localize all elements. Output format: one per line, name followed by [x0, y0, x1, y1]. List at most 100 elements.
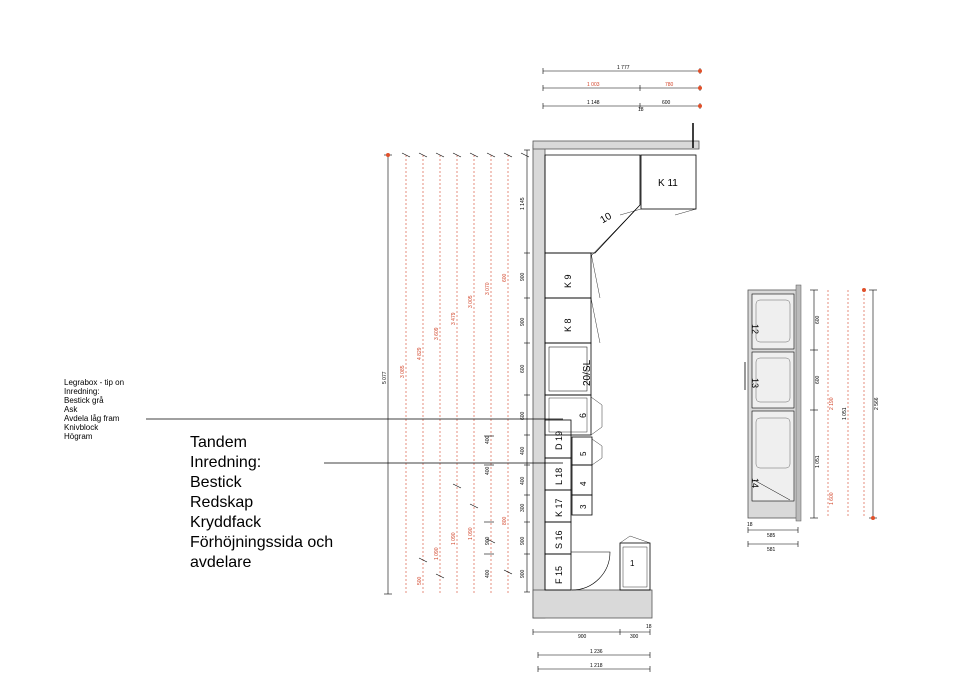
dim-v17: 900 [520, 569, 526, 578]
dim-rb3: 18 [747, 522, 753, 528]
cabinet-20sl-label: 20/SL [582, 359, 593, 386]
cabinet-k8-label: K 8 [563, 318, 573, 332]
cabinet-13-label: 13 [750, 378, 760, 388]
cabinet-5 [571, 436, 593, 466]
fan-mid-ticks [418, 435, 513, 579]
cabinet-5-label: 5 [579, 451, 588, 456]
cabinet-k11 [619, 154, 697, 216]
vertical-dimension-fan [384, 154, 509, 595]
dim-rb1: 585 [767, 533, 776, 539]
dim-v8: 900 [520, 272, 526, 281]
tall-unit-elevation [744, 284, 802, 522]
dim-vl4: 1 090 [468, 527, 474, 540]
cabinet-20sl-inner [548, 346, 588, 392]
elevation-markers [862, 288, 875, 520]
dim-bottom-1c: 18 [646, 624, 652, 630]
elevation-dimension-lines [810, 289, 877, 519]
dim-v16: 900 [520, 536, 526, 545]
tandem-line-1: Tandem [190, 434, 247, 451]
cabinet-1 [619, 535, 651, 591]
dim-bottom-2: 1 236 [590, 649, 603, 655]
dim-r5: 1 600 [829, 492, 835, 505]
elevation-bottom-dims [747, 527, 799, 547]
dim-vl5: 500 [417, 576, 423, 585]
tandem-line-4: Redskap [190, 494, 254, 511]
cabinet-6-door [590, 396, 603, 436]
tandem-line-5: Kryddfack [190, 514, 262, 531]
dim-r2: 600 [815, 375, 821, 384]
cabinet-6-inner [548, 397, 588, 433]
dim-r6: 1 051 [842, 407, 848, 420]
dim-v3: 3 609 [434, 327, 440, 340]
cabinet-5-door [591, 438, 603, 466]
fan-top-ticks [401, 152, 530, 158]
cabinet-14-label: 14 [750, 478, 760, 488]
cabinet-10 [544, 154, 641, 257]
dim-v13b: 400 [485, 569, 491, 578]
cabinet-10-label: 10 [599, 211, 615, 226]
dim-top-3a: 1 148 [587, 100, 600, 106]
top-dim-markers [698, 69, 702, 108]
bottom-dimensions [532, 629, 651, 672]
dim-v13: 400 [520, 476, 526, 485]
legrabox-line-4: Ask [64, 405, 78, 414]
dim-bottom-1a: 900 [578, 634, 587, 640]
cabinet-k9-label: K 9 [563, 274, 573, 288]
dim-vl7: 800 [502, 516, 508, 525]
cabinet-3-label: 3 [579, 504, 588, 509]
cabinet-f15 [544, 553, 572, 591]
legrabox-line-6: Knivblock [64, 423, 99, 432]
legrabox-line-5: Avdela låg fram [64, 414, 120, 423]
main-plan-walls [532, 123, 700, 619]
dim-v6: 3 070 [485, 282, 491, 295]
cabinet-1-label: 1 [630, 559, 635, 568]
dim-vl1: 600 [502, 273, 508, 282]
dim-v15: 400 [485, 466, 491, 475]
dim-rb2: 581 [767, 547, 776, 553]
dim-v1: 3 085 [400, 365, 406, 378]
cabinet-k11-label: K 11 [658, 178, 678, 189]
wall-dimension-line [524, 149, 530, 593]
legrabox-line-3: Bestick grå [64, 396, 104, 405]
dim-r1: 600 [815, 315, 821, 324]
legrabox-line-2: Inredning: [64, 387, 100, 396]
dim-bottom-3: 1 218 [590, 663, 603, 669]
fan-top-marker [386, 153, 390, 157]
dim-top-2b: 780 [665, 82, 674, 88]
cabinet-k9-door [590, 252, 601, 299]
dim-top-3b: 600 [662, 100, 671, 106]
cabinet-f15-label: F 15 [554, 566, 564, 584]
dim-v11: 600 [520, 411, 526, 420]
dim-top-3c: 18 [638, 107, 644, 113]
dim-top-2a: 1 003 [587, 82, 600, 88]
tandem-line-7: avdelare [190, 554, 252, 571]
dim-v4: 3 479 [451, 312, 457, 325]
cabinet-3 [571, 494, 593, 516]
legrabox-line-7: Högram [64, 432, 93, 441]
dim-vl2: 1 090 [434, 547, 440, 560]
cabinet-s16-label: S 16 [554, 530, 564, 549]
dim-r-total: 2 566 [874, 397, 880, 410]
cabinet-12-label: 12 [750, 324, 760, 334]
dim-top-total: 1 777 [617, 65, 630, 71]
top-dimensions [542, 68, 701, 109]
tandem-note: Tandem Inredning: Bestick Redskap Kryddf… [190, 433, 333, 573]
cabinet-4-label: 4 [579, 481, 588, 486]
cabinet-k8-door [590, 297, 601, 344]
dim-v12: 400 [520, 446, 526, 455]
cabinet-4 [571, 464, 593, 496]
cabinet-l18-label: L 18 [554, 468, 564, 485]
tandem-line-6: Förhöjningssida och [190, 534, 334, 551]
dim-r4: 2 190 [829, 397, 835, 410]
dim-r3: 1 051 [815, 455, 821, 468]
cabinet-6-label: 6 [578, 413, 588, 418]
tandem-line-2: Inredning: [190, 454, 262, 471]
dim-v10: 600 [520, 364, 526, 373]
dim-v14: 300 [520, 503, 526, 512]
dim-v18: 900 [485, 536, 491, 545]
legrabox-note: Legrabox - tip on Inredning: Bestick grå… [64, 378, 124, 441]
cabinet-6 [544, 394, 592, 436]
cabinet-d19-label: D 19 [554, 431, 564, 450]
cabinet-k17-label: K 17 [554, 498, 564, 517]
